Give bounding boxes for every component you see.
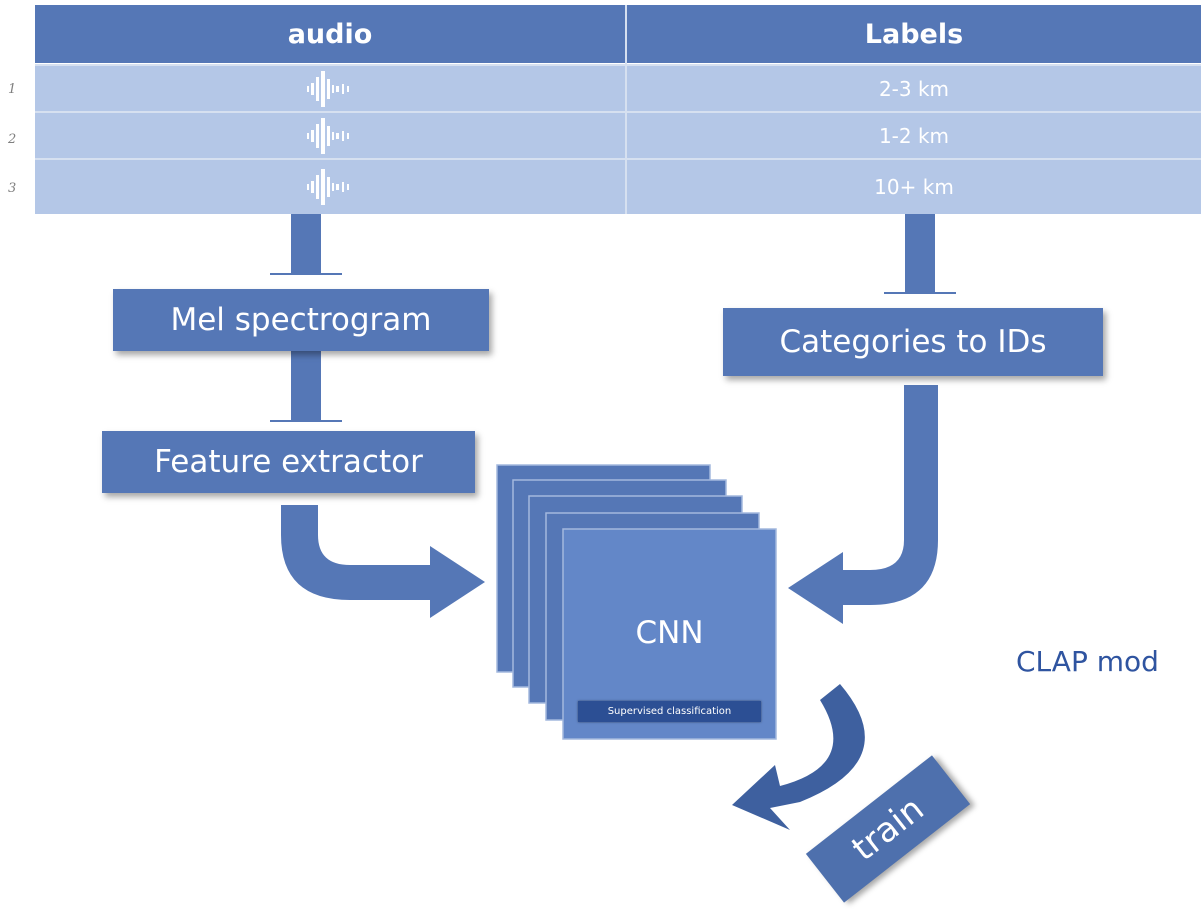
audio-waveform-icon (307, 169, 349, 205)
label-cell: 10+ km (874, 175, 954, 199)
table-row: 1-2 km (35, 111, 1201, 158)
data-table: audio Labels 2-3 km 1-2 km 10+ km (35, 5, 1201, 214)
audio-waveform-icon (307, 70, 349, 107)
audio-column-header: audio (35, 5, 625, 63)
row-number: 3 (8, 181, 17, 196)
cnn-label: CNN (635, 615, 704, 651)
label-cell: 1-2 km (878, 123, 950, 148)
audio-cell (35, 113, 625, 158)
label-cell: 2-3 km (878, 76, 950, 101)
clap-model-text: CLAP mod (1016, 645, 1159, 678)
categories-to-ids-box: Categories to IDs (723, 308, 1103, 376)
row-number: 1 (8, 82, 17, 97)
table-row: 2-3 km (35, 64, 1201, 111)
row-number: 2 (8, 132, 17, 147)
table-row: 10+ km (35, 158, 1201, 214)
mel-spectrogram-box: Mel spectrogram (113, 289, 489, 351)
column-divider (625, 5, 627, 214)
connector-labels-to-categories (905, 214, 935, 293)
audio-cell (35, 160, 625, 214)
audio-cell (35, 66, 625, 111)
connector-audio-to-mel (291, 214, 321, 274)
audio-waveform-icon (307, 117, 349, 154)
cnn-stack (496, 464, 777, 740)
connector-mel-to-feature (291, 351, 321, 421)
curved-arrow-feature-to-cnn (281, 505, 485, 618)
curved-arrow-categories-to-cnn (788, 385, 938, 624)
labels-column-header: Labels (627, 5, 1201, 63)
supervised-classification-badge: Supervised classification (578, 701, 761, 722)
feature-extractor-box: Feature extractor (102, 431, 475, 493)
train-loop-arrow (732, 684, 865, 830)
